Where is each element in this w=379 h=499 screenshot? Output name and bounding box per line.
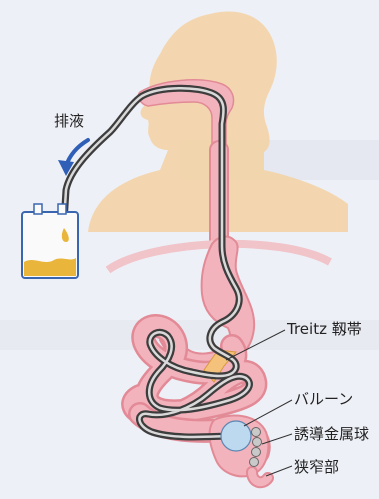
label-guide-metal-ball: 誘導金属球 bbox=[294, 427, 369, 442]
label-balloon: バルーン bbox=[294, 392, 353, 407]
metal-ball bbox=[250, 458, 259, 467]
label-stenosis: 狭窄部 bbox=[294, 460, 339, 475]
balloon bbox=[221, 421, 251, 451]
drainage-bag-icon bbox=[22, 204, 78, 278]
metal-ball bbox=[252, 428, 261, 437]
metal-ball bbox=[253, 438, 262, 447]
label-drainage: 排液 bbox=[54, 114, 84, 129]
metal-ball bbox=[252, 448, 261, 457]
label-treitz-ligament: Treitz 靱帯 bbox=[287, 322, 362, 337]
